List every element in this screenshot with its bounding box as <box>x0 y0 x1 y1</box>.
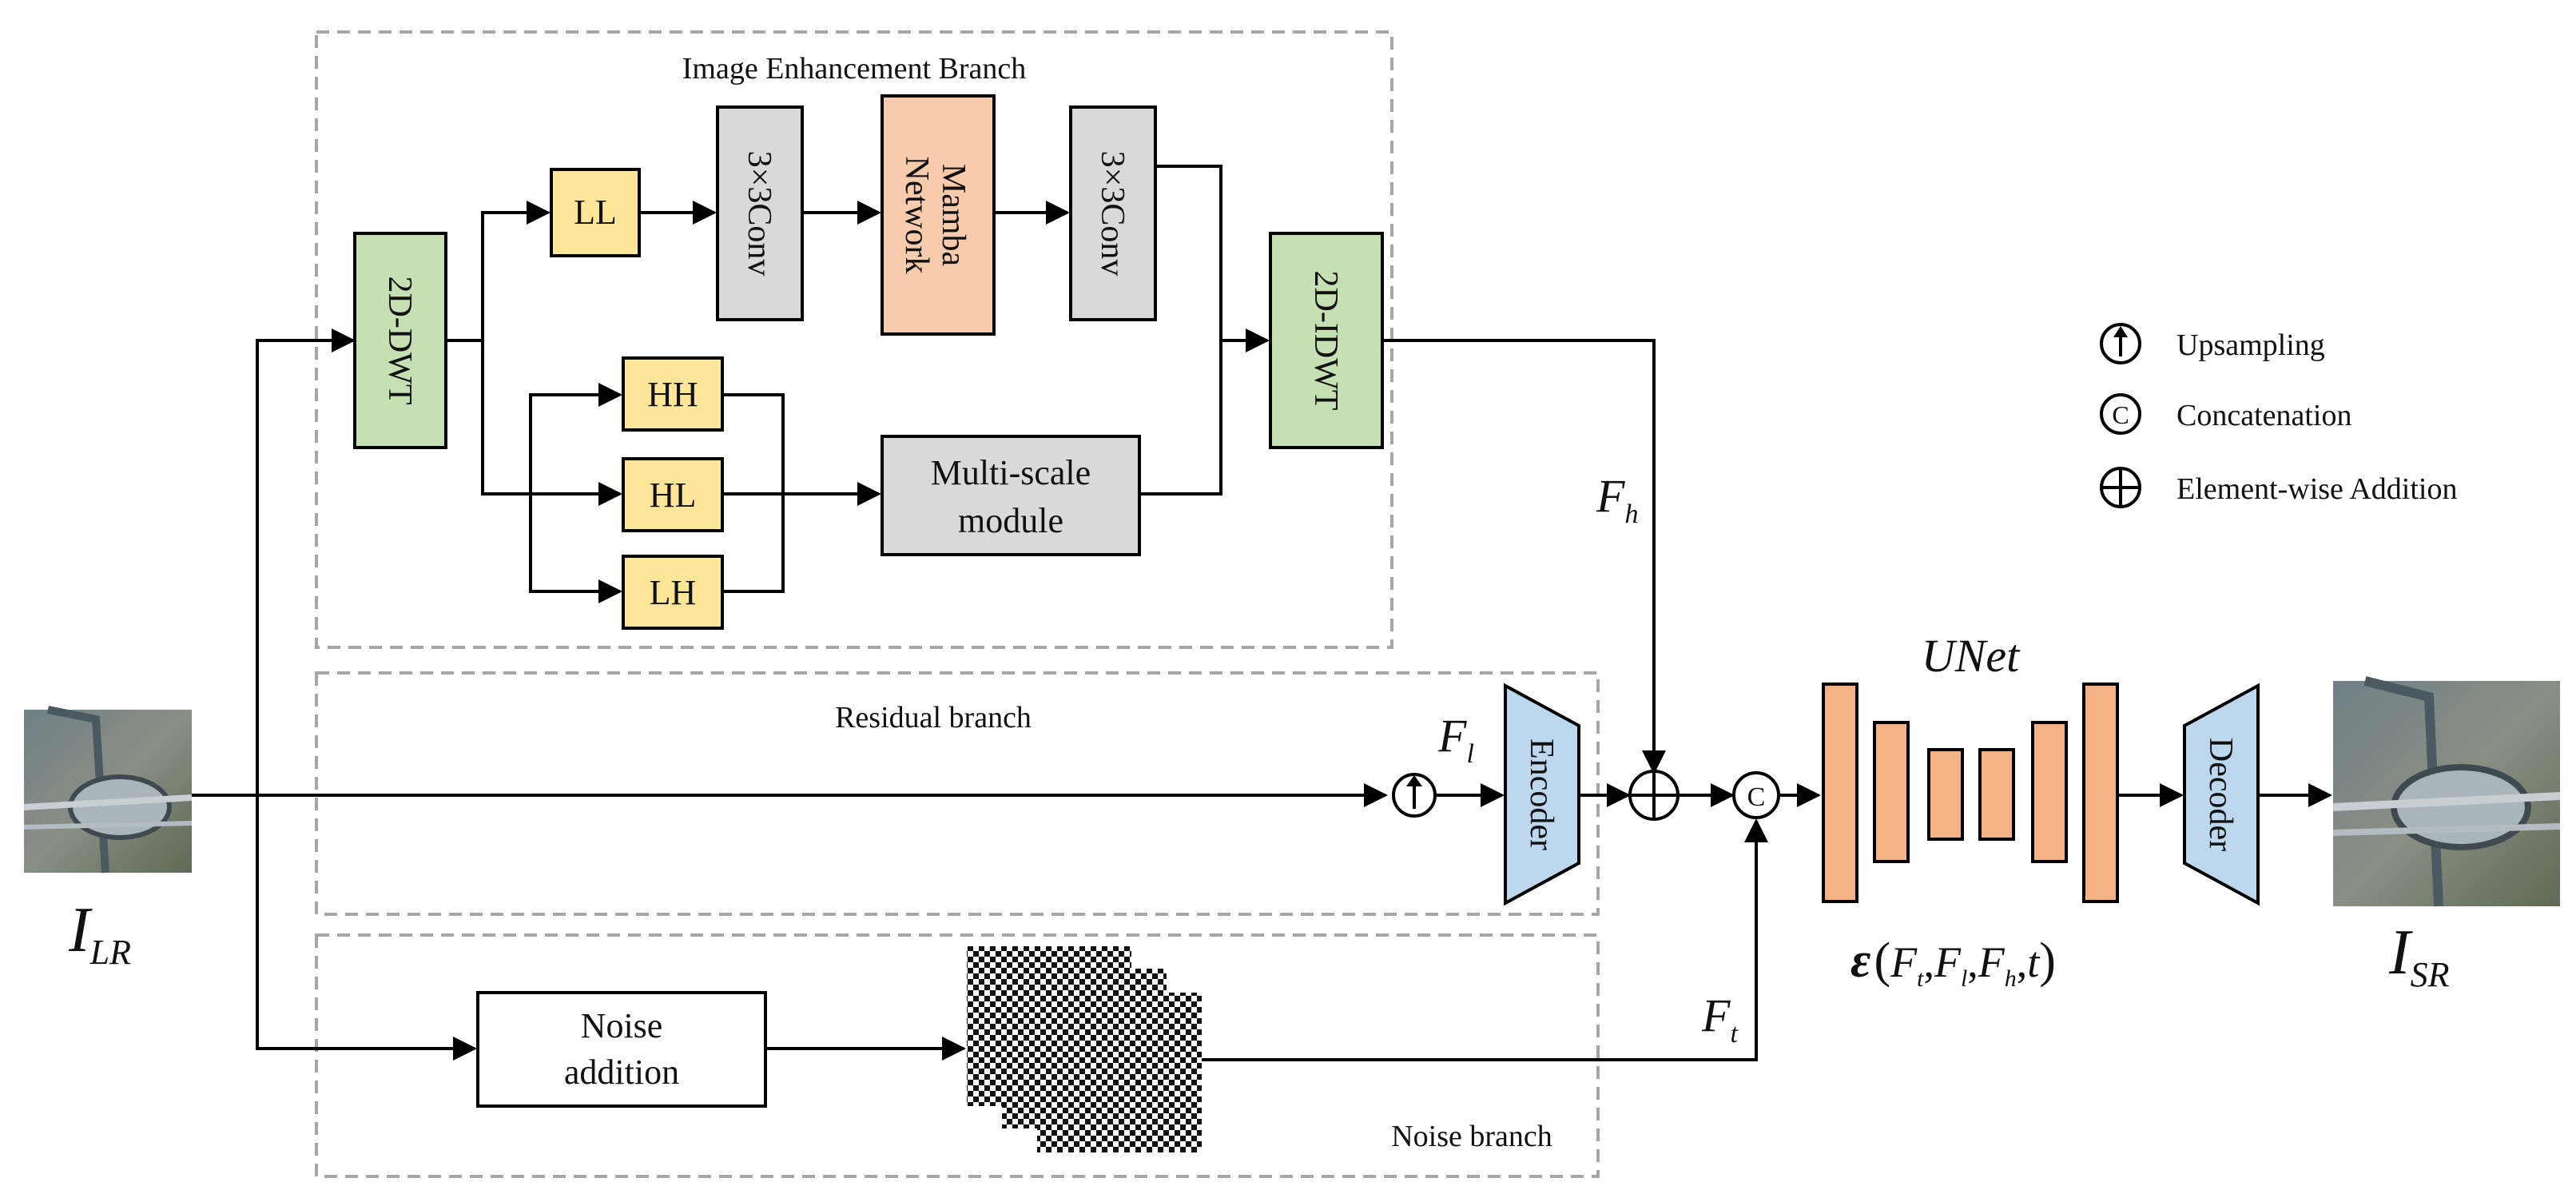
decoder-label: Decoder <box>2202 738 2239 851</box>
concatenation-operator-icon: C <box>1732 771 1780 819</box>
noise-label-line2: addition <box>564 1053 679 1092</box>
conv1-label: 3×3Conv <box>741 151 777 277</box>
noise-branch-frame <box>315 933 1600 1178</box>
multiscale-to-idwt-line <box>1139 340 1222 496</box>
mamba-network-block <box>881 94 996 336</box>
idwt-block <box>1269 232 1384 449</box>
decoder-block <box>2183 683 2260 906</box>
conv2-label: 3×3Conv <box>1094 151 1131 277</box>
multiscale-block <box>881 435 1141 556</box>
encoder-block <box>1504 683 1580 906</box>
legend-concatenation-icon: C <box>2100 393 2141 435</box>
ft-label: Ft <box>1701 989 1739 1049</box>
idwt-label: 2D-IDWT <box>1307 271 1344 411</box>
residual-branch-title: Residual branch <box>835 701 1032 734</box>
noise-to-concat-line <box>1202 818 1768 1061</box>
trunk-line <box>256 328 356 879</box>
hl-label: HL <box>650 476 697 515</box>
encoder-label: Encoder <box>1523 738 1560 850</box>
input-lr-image <box>23 706 193 874</box>
ll-label: LL <box>574 193 617 232</box>
hl-block <box>622 457 724 532</box>
svg-text:C: C <box>2112 400 2129 429</box>
dwt-label: 2D-DWT <box>381 277 418 405</box>
legend-addition-label: Element-wise Addition <box>2176 472 2457 506</box>
trunk-to-noise-line <box>256 795 477 1061</box>
legend-upsampling-label: Upsampling <box>2176 328 2325 362</box>
fh-label: Fh <box>1596 470 1638 529</box>
noise-label-line1: Noise <box>581 1006 663 1045</box>
hh-label: HH <box>647 375 698 414</box>
multiscale-label-line2: module <box>958 501 1063 540</box>
legend-concatenation-label: Concatenation <box>2176 399 2351 432</box>
noise-addition-block <box>476 991 767 1108</box>
fl-label: Fl <box>1437 710 1474 769</box>
dwt-to-ll-line <box>481 201 551 340</box>
noise-branch-title: Noise branch <box>1391 1120 1552 1153</box>
hh-block <box>622 356 724 432</box>
noise-predictor-formula: ε(Ft,Fl,Fh,t) <box>1851 933 2056 992</box>
legend-addition-icon <box>2100 467 2141 508</box>
lh-label: LH <box>650 573 697 612</box>
mamba-label-line2: Network <box>898 157 935 274</box>
dwt-block <box>353 232 447 449</box>
input-lr-label: ILR <box>68 895 131 972</box>
legend: Upsampling C Concatenation Element-wise … <box>2100 323 2457 508</box>
upsampling-operator-icon <box>1392 773 1437 818</box>
unet-title: UNet <box>1922 630 2021 682</box>
ll-block <box>550 168 641 257</box>
output-sr-label: ISR <box>2388 917 2450 994</box>
legend-upsampling-icon <box>2100 323 2141 364</box>
addition-operator-icon <box>1628 770 1680 821</box>
idwt-to-add-line <box>1382 339 1666 774</box>
output-sr-image <box>2332 676 2561 907</box>
enhancement-branch-title: Image Enhancement Branch <box>682 52 1026 86</box>
lh-block <box>622 555 724 630</box>
high-split-line <box>529 383 622 494</box>
dwt-to-high-line <box>481 340 622 506</box>
conv2-block <box>1069 105 1157 321</box>
mamba-label-line1: Mamba <box>935 164 972 267</box>
noise-image-stack <box>967 946 1202 1152</box>
high-split-line-lh <box>529 494 622 603</box>
conv2-to-idwt-line <box>1155 165 1270 352</box>
multiscale-label-line1: Multi-scale <box>931 453 1091 492</box>
unet-block <box>1822 683 2119 903</box>
concat-glyph: C <box>1747 782 1766 812</box>
